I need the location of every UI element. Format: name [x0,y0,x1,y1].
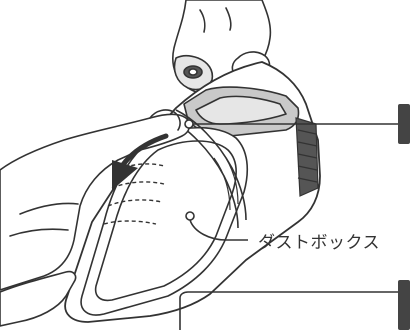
vent-grille [296,118,318,196]
callout-tabs [398,104,410,330]
dust-box-label: ダストボックス [258,228,380,253]
